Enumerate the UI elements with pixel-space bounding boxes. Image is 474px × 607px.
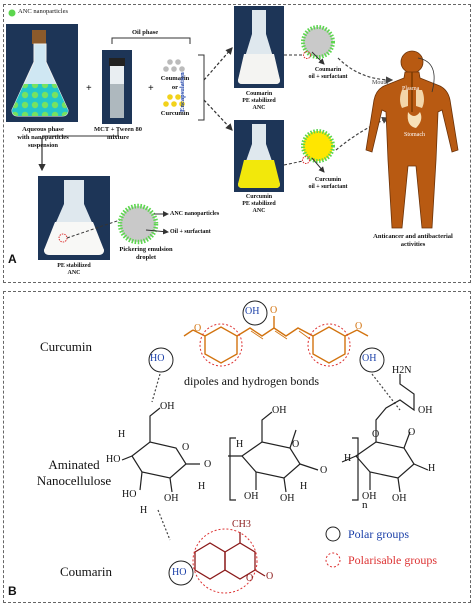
coumarin-anc-1: Coumarin [245,91,273,97]
activities-1: Anticancer and antibacterial [373,233,453,240]
cell-oh-7: OH [362,491,377,502]
curcumin-label: Curcumin [160,110,190,117]
droplet-anc-label: ANC nanoparticles [170,211,220,217]
legend-anc-dot [8,9,16,17]
tube-caption: MCT + Tween 80 [94,126,142,133]
droplet-caption-2: droplet [135,254,157,261]
droplet-oil-label: Oil + surfactant [170,229,211,235]
cell-h-1: H [118,429,126,440]
coumarin-anc-3: ANC [252,105,266,111]
panel-a [3,4,471,283]
coumarin-droplet [301,25,335,59]
cell-o-3: O [372,429,380,440]
curcumin-droplet-1: Curcumin [314,177,342,183]
legend-anc-label: ANC nanoparticles [18,8,69,15]
cell-o-4: O [408,427,416,438]
panel-b [3,291,471,603]
curcumin-anc-3: ANC [252,208,266,214]
cell-o-link2: O [320,465,328,476]
flask-caption-1: Aqueous phase [22,126,64,133]
body-mouth: Mouth [372,80,389,86]
pe-anc-2: ANC [67,270,81,276]
legend-polar: Polar groups [348,527,409,541]
droplet-caption-1: Pickering emulsion [119,246,173,253]
cell-h-3: H [198,481,206,492]
cell-oh-5: OH [280,493,295,504]
coumarin-o-keto: O [266,571,274,582]
coumarin-title: Coumarin [60,564,112,579]
dipoles-label: dipoles and hydrogen bonds [184,374,319,388]
cell-h-2: H [140,505,148,516]
cell-h-5: H [300,481,308,492]
pickering-droplet [117,203,159,245]
curcumin-o-right: O [355,321,363,332]
curcumin-o-left: O [194,323,202,334]
human-body [365,50,459,229]
cell-oh-4: OH [244,491,259,502]
panel-a-label: A [8,252,17,266]
legend-polarisable: Polarisable groups [348,553,437,567]
plus-1: + [86,83,92,94]
panel-b-structures [121,300,429,594]
curcumin-dots [163,94,185,107]
aqueous-flask [6,24,78,122]
tube-caption-2: mixture [107,134,129,141]
coumarin-dots [163,59,185,72]
activities-2: activities [400,241,426,248]
curcumin-anc-2: PE stabilized [242,201,276,207]
cell-oh-6: OH [418,405,433,416]
curcumin-droplet-2: oil + surfactant [308,184,348,190]
cell-o-link1: O [204,459,212,470]
cell-oh-1: OH [160,401,175,412]
aminated-1: Aminated [48,457,100,472]
cell-oh-3: OH [272,405,287,416]
cell-h2n: H2N [392,365,412,376]
curcumin-title: Curcumin [40,339,92,354]
coumarin-o-ring: O [246,573,254,584]
cell-h-6: H [428,463,436,474]
or-label: or [171,84,179,91]
flask-caption-2: with nanoparticles [17,134,69,141]
curcumin-flask [234,120,284,192]
coumarin-ho: HO [172,567,187,578]
pe-flask [38,176,110,260]
curcumin-oh-mid: OH [245,306,260,317]
mct-tube [102,50,132,124]
curcumin-ho-left: HO [150,353,165,364]
encapsulation-label: Encapsulation [179,72,186,112]
coumarin-droplet-1: Coumarin [314,67,342,73]
body-plasma: Plasma [402,86,420,92]
cell-ho-1: HO [106,454,121,465]
cell-h-4: H [236,439,244,450]
coumarin-ch3: CH3 [232,519,251,530]
cell-ho-2: HO [122,489,137,500]
curcumin-droplet [301,129,335,164]
organs [400,72,424,128]
cell-oh-8: OH [392,493,407,504]
body-stomach: Stomach [404,132,425,138]
panel-b-label: B [8,584,17,598]
cell-o-2: O [292,439,300,450]
pe-anc-1: PE stabilized [57,263,91,269]
cell-o-1: O [182,442,190,453]
aminated-2: Nanocellulose [36,473,112,488]
oil-phase-label: Oil phase [132,29,159,36]
coumarin-label: Coumarin [160,75,190,82]
flask-caption-3: suspension [28,142,58,149]
curcumin-anc-1: Curcumin [245,194,273,200]
coumarin-anc-2: PE stabilized [242,98,276,104]
coumarin-droplet-2: oil + surfactant [308,74,348,80]
curcumin-oh-right: OH [362,353,377,364]
cell-h-7: H [344,453,352,464]
coumarin-flask [234,6,284,88]
plus-2: + [148,83,154,94]
curcumin-o-mid: O [270,305,278,316]
cell-n: n [362,499,368,511]
cell-oh-2: OH [164,493,179,504]
